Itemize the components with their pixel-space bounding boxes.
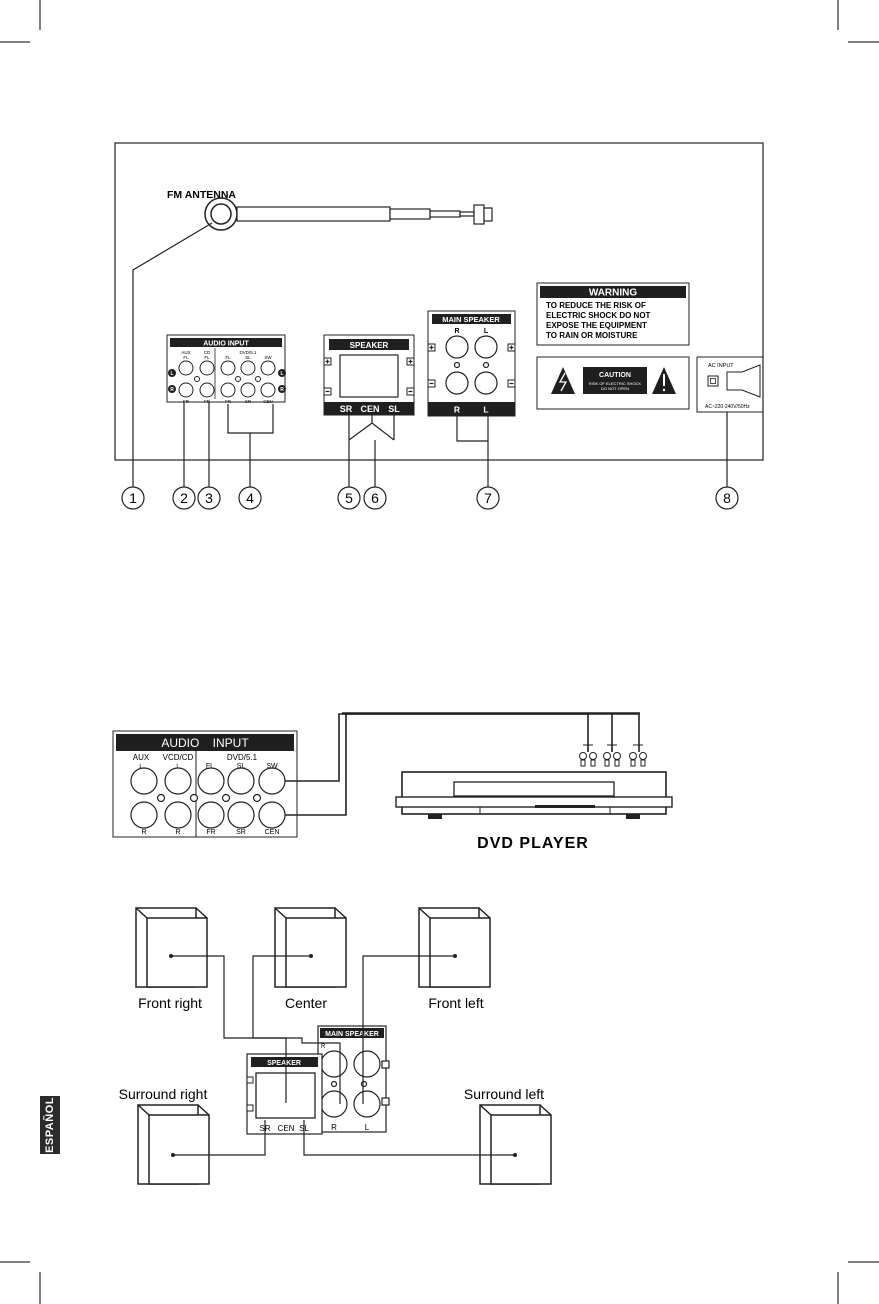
svg-text:DVD/5.1: DVD/5.1 [227, 753, 258, 762]
svg-text:L: L [483, 405, 488, 415]
svg-text:SL: SL [245, 355, 251, 360]
svg-text:L: L [176, 764, 180, 770]
callout-7: 7 [484, 490, 492, 506]
rear-panel: FM ANTENNA AUDIO INPUT AUX CD DVD/5.1 FL… [114, 142, 764, 510]
svg-text:FL: FL [206, 763, 214, 770]
dvd-connection-diagram: AUDIO INPUT AUX L VCD/CD L DVD/5.1 FL SL… [112, 712, 673, 852]
main-speaker-panel: MAIN SPEAKER R L R L [427, 310, 516, 417]
svg-text:SR: SR [236, 829, 246, 836]
surround-left-label: Surround left [464, 1086, 544, 1102]
svg-text:SR: SR [245, 399, 252, 404]
surround-right-speaker [137, 1104, 210, 1185]
svg-text:VCD/CD: VCD/CD [163, 753, 194, 762]
callout-1: 1 [129, 490, 137, 506]
callout-3: 3 [205, 490, 213, 506]
svg-text:ELECTRIC SHOCK DO NOT: ELECTRIC SHOCK DO NOT [546, 311, 651, 320]
svg-text:FR: FR [183, 399, 190, 404]
warning-title: WARNING [589, 288, 638, 299]
surround-left-speaker [479, 1104, 552, 1185]
svg-text:L: L [280, 371, 283, 377]
audio-input-panel: AUDIO INPUT AUX CD DVD/5.1 FL FL FL SL S… [166, 334, 286, 404]
caution-title: CAUTION [599, 372, 631, 379]
speaker-panel-title: SPEAKER [350, 341, 389, 350]
front-right-speaker [135, 907, 208, 988]
svg-text:SPEAKER: SPEAKER [267, 1060, 301, 1067]
ac-rating: AC~220-240V/50Hz [705, 404, 750, 410]
svg-text:SR: SR [340, 404, 353, 414]
speaker-block: SPEAKER SR CEN SL [246, 1053, 323, 1135]
dvd-player-label: DVD PLAYER [477, 835, 589, 852]
front-left-label: Front left [428, 995, 483, 1011]
warning-label: WARNING TO REDUCE THE RISK OF ELECTRIC S… [536, 282, 690, 346]
ac-input-panel: AC INPUT AC~220-240V/50Hz [696, 356, 763, 413]
svg-text:R: R [454, 405, 460, 415]
svg-text:MAIN SPEAKER: MAIN SPEAKER [325, 1031, 379, 1038]
svg-text:FL: FL [204, 355, 210, 360]
caution-label: CAUTION RISK OF ELECTRIC SHOCK DO NOT OP… [536, 356, 690, 410]
svg-text:L: L [365, 1123, 370, 1132]
main-speaker-block: MAIN SPEAKER R R L [317, 1025, 390, 1133]
audio-input-title: AUDIO INPUT [203, 341, 249, 348]
svg-text:SW: SW [264, 355, 272, 360]
svg-text:CD: CD [204, 350, 211, 355]
callout-8: 8 [723, 490, 731, 506]
svg-text:L: L [170, 371, 173, 377]
svg-text:L: L [484, 328, 489, 335]
callout-2: 2 [180, 490, 188, 506]
svg-text:R: R [170, 387, 174, 393]
rca-plugs [579, 744, 647, 767]
shock-warning-icon [551, 367, 575, 394]
svg-text:DO NOT OPEN: DO NOT OPEN [601, 386, 629, 391]
main-speaker-title: MAIN SPEAKER [442, 315, 500, 324]
connection-audio-input-title: AUDIO INPUT [161, 736, 249, 750]
svg-text:TO REDUCE THE RISK OF: TO REDUCE THE RISK OF [546, 301, 646, 310]
svg-text:FR: FR [204, 399, 211, 404]
svg-text:FL: FL [183, 355, 189, 360]
language-tab: ESPAÑOL [40, 1096, 60, 1154]
svg-text:R: R [454, 328, 459, 335]
svg-text:DVD/5.1: DVD/5.1 [239, 350, 257, 355]
svg-text:FR: FR [225, 399, 232, 404]
svg-text:R: R [141, 829, 146, 836]
svg-text:R: R [321, 1044, 326, 1050]
surround-right-label: Surround right [119, 1086, 208, 1102]
dvd-player-icon [395, 771, 673, 819]
svg-text:L: L [139, 764, 143, 770]
callout-4: 4 [246, 490, 254, 506]
svg-text:EXPOSE THE EQUIPMENT: EXPOSE THE EQUIPMENT [546, 321, 647, 330]
center-label: Center [285, 995, 327, 1011]
svg-text:SW: SW [266, 763, 278, 770]
svg-text:CEN: CEN [263, 399, 273, 404]
svg-text:SL: SL [237, 763, 246, 770]
svg-text:FL: FL [225, 355, 231, 360]
callout-5: 5 [345, 490, 353, 506]
speaker-panel: SPEAKER SR CEN SL [323, 334, 415, 416]
svg-text:CEN: CEN [278, 1124, 295, 1133]
svg-text:CEN: CEN [265, 829, 280, 836]
ac-input-label: AC INPUT [708, 363, 734, 369]
svg-text:SL: SL [388, 404, 400, 414]
svg-text:AUX: AUX [181, 350, 190, 355]
speaker-layout-diagram: Front right Center Front left Surround r… [119, 907, 552, 1185]
svg-text:FR: FR [206, 829, 215, 836]
svg-text:AUX: AUX [133, 753, 150, 762]
svg-text:R: R [280, 387, 284, 393]
fm-antenna: FM ANTENNA [167, 189, 493, 231]
center-speaker [274, 907, 347, 988]
svg-text:CEN: CEN [360, 404, 379, 414]
svg-text:RISK OF ELECTRIC SHOCK: RISK OF ELECTRIC SHOCK [589, 381, 642, 386]
svg-text:R: R [175, 829, 180, 836]
svg-text:TO RAIN OR MOISTURE: TO RAIN OR MOISTURE [546, 331, 638, 340]
front-right-label: Front right [138, 995, 202, 1011]
front-left-speaker [418, 907, 491, 988]
callout-6: 6 [371, 490, 379, 506]
svg-text:R: R [331, 1123, 337, 1132]
